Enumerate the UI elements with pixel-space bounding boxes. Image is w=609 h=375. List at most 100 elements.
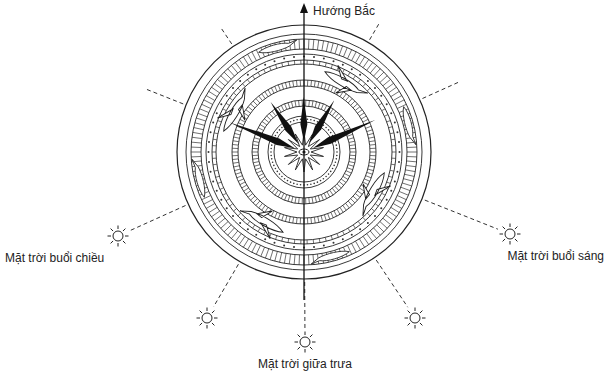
drum-dot [279, 129, 281, 131]
drum-pattern-tick [331, 65, 332, 69]
drum-dot [330, 171, 332, 173]
drum-pattern-tick [258, 174, 263, 177]
drum-pattern-tick [307, 80, 308, 86]
drum-dot [336, 151, 338, 153]
drum-dot [255, 234, 257, 236]
drum-pattern-tick [369, 162, 375, 164]
sun-disc [410, 313, 420, 323]
drum-pattern-tick [243, 57, 248, 65]
drum-pattern-tick [384, 115, 388, 117]
drum-pattern-tick [377, 225, 384, 232]
drum-pattern-tick [312, 39, 314, 49]
drum-dot [239, 222, 241, 224]
drum-pattern-tick [407, 147, 417, 148]
drum-pattern-tick [288, 239, 290, 243]
drum-pattern-tick [343, 69, 345, 73]
drum-pattern-tick [299, 39, 300, 49]
drum-pattern-tick [401, 187, 410, 190]
sun-ray [298, 347, 300, 349]
drum-dot [342, 238, 344, 240]
drum-dot [359, 74, 361, 76]
flying-bird [310, 248, 350, 265]
drum-pattern-tick [216, 176, 220, 177]
north-label: Hướng Bắc [312, 4, 376, 18]
drum-pattern-tick [314, 81, 316, 87]
drum-pattern-tick [350, 155, 356, 156]
drum-pattern-tick [238, 179, 243, 181]
drum-pattern-tick [339, 119, 344, 123]
drum-pattern-tick [353, 225, 355, 228]
drum-dot [275, 168, 277, 170]
sun-disc [113, 231, 123, 241]
noon-sun-label: Mặt trời giữa trưa [257, 357, 353, 371]
direction-lines [130, 22, 498, 329]
sun-ray [111, 229, 113, 231]
sun-symbol [295, 332, 316, 353]
drum-pattern-tick [258, 228, 260, 231]
drum-pattern-tick [212, 152, 216, 153]
drum-pattern-tick [298, 100, 300, 106]
sun-disc [300, 337, 310, 347]
drum-pattern-tick [246, 110, 251, 114]
drum-pattern-tick [299, 255, 300, 265]
drum-pattern-tick [335, 44, 338, 54]
sun-symbol [405, 308, 426, 329]
drum-pattern-tick [337, 116, 341, 120]
drum-pattern-tick [339, 46, 342, 55]
flying-bird [400, 106, 417, 146]
sun-ray [118, 226, 119, 230]
sun-ray [111, 241, 113, 243]
drum-pattern-tick [252, 243, 257, 252]
drum-dot [374, 87, 376, 89]
drum-pattern-tick [234, 166, 240, 167]
drum-dot [386, 199, 388, 201]
drum-pattern-tick [307, 240, 308, 244]
drum-pattern-tick [270, 250, 273, 260]
sun-ray [312, 342, 316, 343]
drum-dot [273, 60, 275, 62]
drum-pattern-tick [307, 60, 308, 64]
drum-pattern-tick [256, 171, 261, 173]
drum-pattern-tick [209, 207, 217, 212]
drum-pattern-tick [341, 121, 346, 125]
drum-pattern-tick [270, 67, 271, 71]
drum-pattern-tick [324, 105, 327, 110]
drum-pattern-tick [214, 215, 222, 221]
drum-pattern-tick [356, 54, 361, 63]
drum-pattern-tick [284, 253, 286, 263]
drum-pattern-tick [228, 69, 235, 76]
drum-dot [283, 244, 285, 246]
drum-dot [270, 148, 272, 150]
drum-pattern-tick [363, 236, 369, 244]
drum-pattern-tick [312, 101, 313, 107]
drum-pattern-tick [232, 158, 238, 160]
drum-pattern-tick [332, 188, 336, 193]
drum-dot [273, 165, 275, 167]
drum-pattern-tick [232, 148, 238, 149]
drum-pattern-tick [327, 192, 330, 197]
drum-pattern-tick [375, 204, 378, 206]
drum-pattern-tick [347, 168, 353, 170]
drum-pattern-tick [347, 134, 353, 136]
drum-pattern-tick [224, 72, 231, 79]
drum-pattern-tick [226, 103, 229, 105]
sun-ray [515, 239, 517, 241]
drum-dot [270, 155, 272, 157]
drum-pattern-tick [392, 158, 396, 159]
drum-pattern-tick [363, 59, 369, 67]
sun-ray [408, 311, 410, 313]
drum-dot [296, 183, 298, 185]
drum-pattern-tick [308, 255, 309, 265]
drum-pattern-tick [252, 148, 258, 149]
drum-pattern-tick [318, 217, 319, 223]
drum-pattern-tick [318, 103, 320, 109]
drum-pattern-tick [206, 96, 215, 101]
drum-dot [323, 58, 325, 60]
drum-pattern-tick [382, 109, 386, 111]
drum-dot [335, 158, 337, 160]
drum-pattern-tick [387, 121, 391, 122]
drum-pattern-tick [331, 236, 332, 240]
drum-pattern-tick [239, 59, 245, 67]
drum-pattern-tick [352, 243, 357, 252]
drum-pattern-tick [217, 79, 225, 85]
